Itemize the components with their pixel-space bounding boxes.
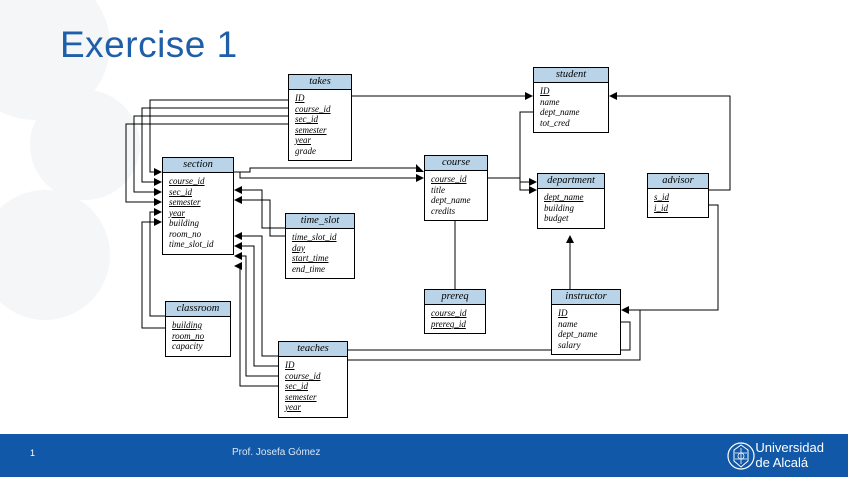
attribute: prereq_id — [431, 318, 466, 329]
attribute: ID — [558, 308, 568, 318]
entity-section[interactable]: section course_id sec_id semester year b… — [162, 157, 234, 255]
entity-time-slot[interactable]: time_slot time_slot_id day start_time en… — [285, 213, 355, 279]
entity-title: time_slot — [286, 214, 354, 229]
entity-attributes: course_id prereq_id — [425, 305, 485, 333]
attribute: dept_name — [544, 192, 584, 202]
entity-instructor[interactable]: instructor ID name dept_name salary — [551, 289, 621, 355]
relationship-lines — [125, 92, 731, 387]
attribute: name — [540, 96, 560, 107]
attribute: ID — [295, 93, 305, 103]
author-label: Prof. Josefa Gómez — [232, 447, 321, 458]
attribute: course_id — [295, 103, 331, 114]
entity-title: instructor — [552, 290, 620, 305]
entity-teaches[interactable]: teaches ID course_id sec_id semester yea… — [278, 341, 348, 418]
entity-attributes: course_id title dept_name credits — [425, 171, 487, 220]
attribute: semester — [169, 197, 201, 207]
entity-department[interactable]: department dept_name building budget — [537, 173, 605, 229]
entity-classroom[interactable]: classroom building room_no capacity — [165, 301, 231, 357]
attribute: course_id — [169, 176, 205, 186]
entity-title: section — [163, 158, 233, 173]
attribute: time_slot_id — [169, 239, 214, 249]
attribute: i_id — [654, 202, 669, 213]
watermark-shape — [0, 190, 110, 320]
entity-attributes: ID course_id sec_id semester year — [279, 357, 347, 417]
entity-course[interactable]: course course_id title dept_name credits — [424, 155, 488, 221]
page-title: Exercise 1 — [60, 24, 238, 65]
attribute: name — [558, 318, 578, 329]
attribute: ID — [540, 86, 550, 96]
entity-title: teaches — [279, 342, 347, 357]
watermark-shape — [30, 90, 140, 200]
attribute: sec_id — [285, 381, 308, 391]
attribute: year — [285, 402, 301, 412]
attribute: salary — [558, 339, 581, 350]
entity-attributes: time_slot_id day start_time end_time — [286, 229, 354, 278]
attribute: dept_name — [540, 107, 580, 117]
entity-attributes: s_id i_id — [648, 189, 708, 217]
attribute: s_id — [654, 192, 670, 202]
entity-advisor[interactable]: advisor s_id i_id — [647, 173, 709, 218]
attribute: year — [295, 135, 311, 145]
entity-takes[interactable]: takes ID course_id sec_id semester year … — [288, 74, 352, 161]
attribute: day — [292, 242, 305, 253]
entity-student[interactable]: student ID name dept_name tot_cred — [533, 67, 609, 133]
attribute: sec_id — [295, 114, 318, 124]
entity-title: takes — [289, 75, 351, 90]
attribute: dept_name — [431, 195, 471, 205]
brand-line-2: de Alcalá — [755, 455, 809, 470]
attribute: year — [169, 207, 185, 218]
entity-attributes: ID course_id sec_id semester year grade — [289, 90, 351, 160]
footer-bar: 1 Prof. Josefa Gómez Universidad de Alca… — [0, 434, 848, 477]
attribute: tot_cred — [540, 117, 570, 128]
university-crest-icon — [727, 442, 755, 470]
attribute: course_id — [431, 308, 467, 318]
attribute: title — [431, 184, 445, 195]
attribute: course_id — [431, 174, 467, 184]
entity-title: course — [425, 156, 487, 171]
entity-title: classroom — [166, 302, 230, 317]
attribute: time_slot_id — [292, 232, 337, 242]
attribute: course_id — [285, 370, 321, 381]
entity-prereq[interactable]: prereq course_id prereq_id — [424, 289, 486, 334]
attribute: capacity — [172, 341, 203, 351]
er-diagram: takes ID course_id sec_id semester year … — [0, 60, 848, 430]
attribute: room_no — [169, 228, 202, 239]
entity-title: prereq — [425, 290, 485, 305]
attribute: room_no — [172, 330, 205, 341]
attribute: building — [169, 218, 200, 228]
entity-title: advisor — [648, 174, 708, 189]
entity-attributes: course_id sec_id semester year building … — [163, 173, 233, 254]
attribute: sec_id — [169, 186, 192, 197]
entity-attributes: ID name dept_name tot_cred — [534, 83, 608, 132]
attribute: budget — [544, 213, 569, 223]
entity-title: department — [538, 174, 604, 189]
attribute: ID — [285, 360, 295, 370]
entity-attributes: building room_no capacity — [166, 317, 230, 356]
attribute: end_time — [292, 263, 325, 274]
brand-line-1: Universidad — [755, 440, 824, 455]
attribute: start_time — [292, 253, 329, 263]
attribute: building — [172, 320, 203, 330]
attribute: semester — [285, 391, 317, 402]
attribute: semester — [295, 124, 327, 135]
brand-text: Universidad de Alcalá — [755, 440, 824, 470]
entity-title: student — [534, 68, 608, 83]
entity-attributes: dept_name building budget — [538, 189, 604, 228]
entity-attributes: ID name dept_name salary — [552, 305, 620, 354]
attribute: building — [544, 202, 575, 213]
attribute: grade — [295, 145, 316, 156]
page-number: 1 — [30, 448, 36, 458]
attribute: dept_name — [558, 329, 598, 339]
attribute: credits — [431, 205, 456, 216]
